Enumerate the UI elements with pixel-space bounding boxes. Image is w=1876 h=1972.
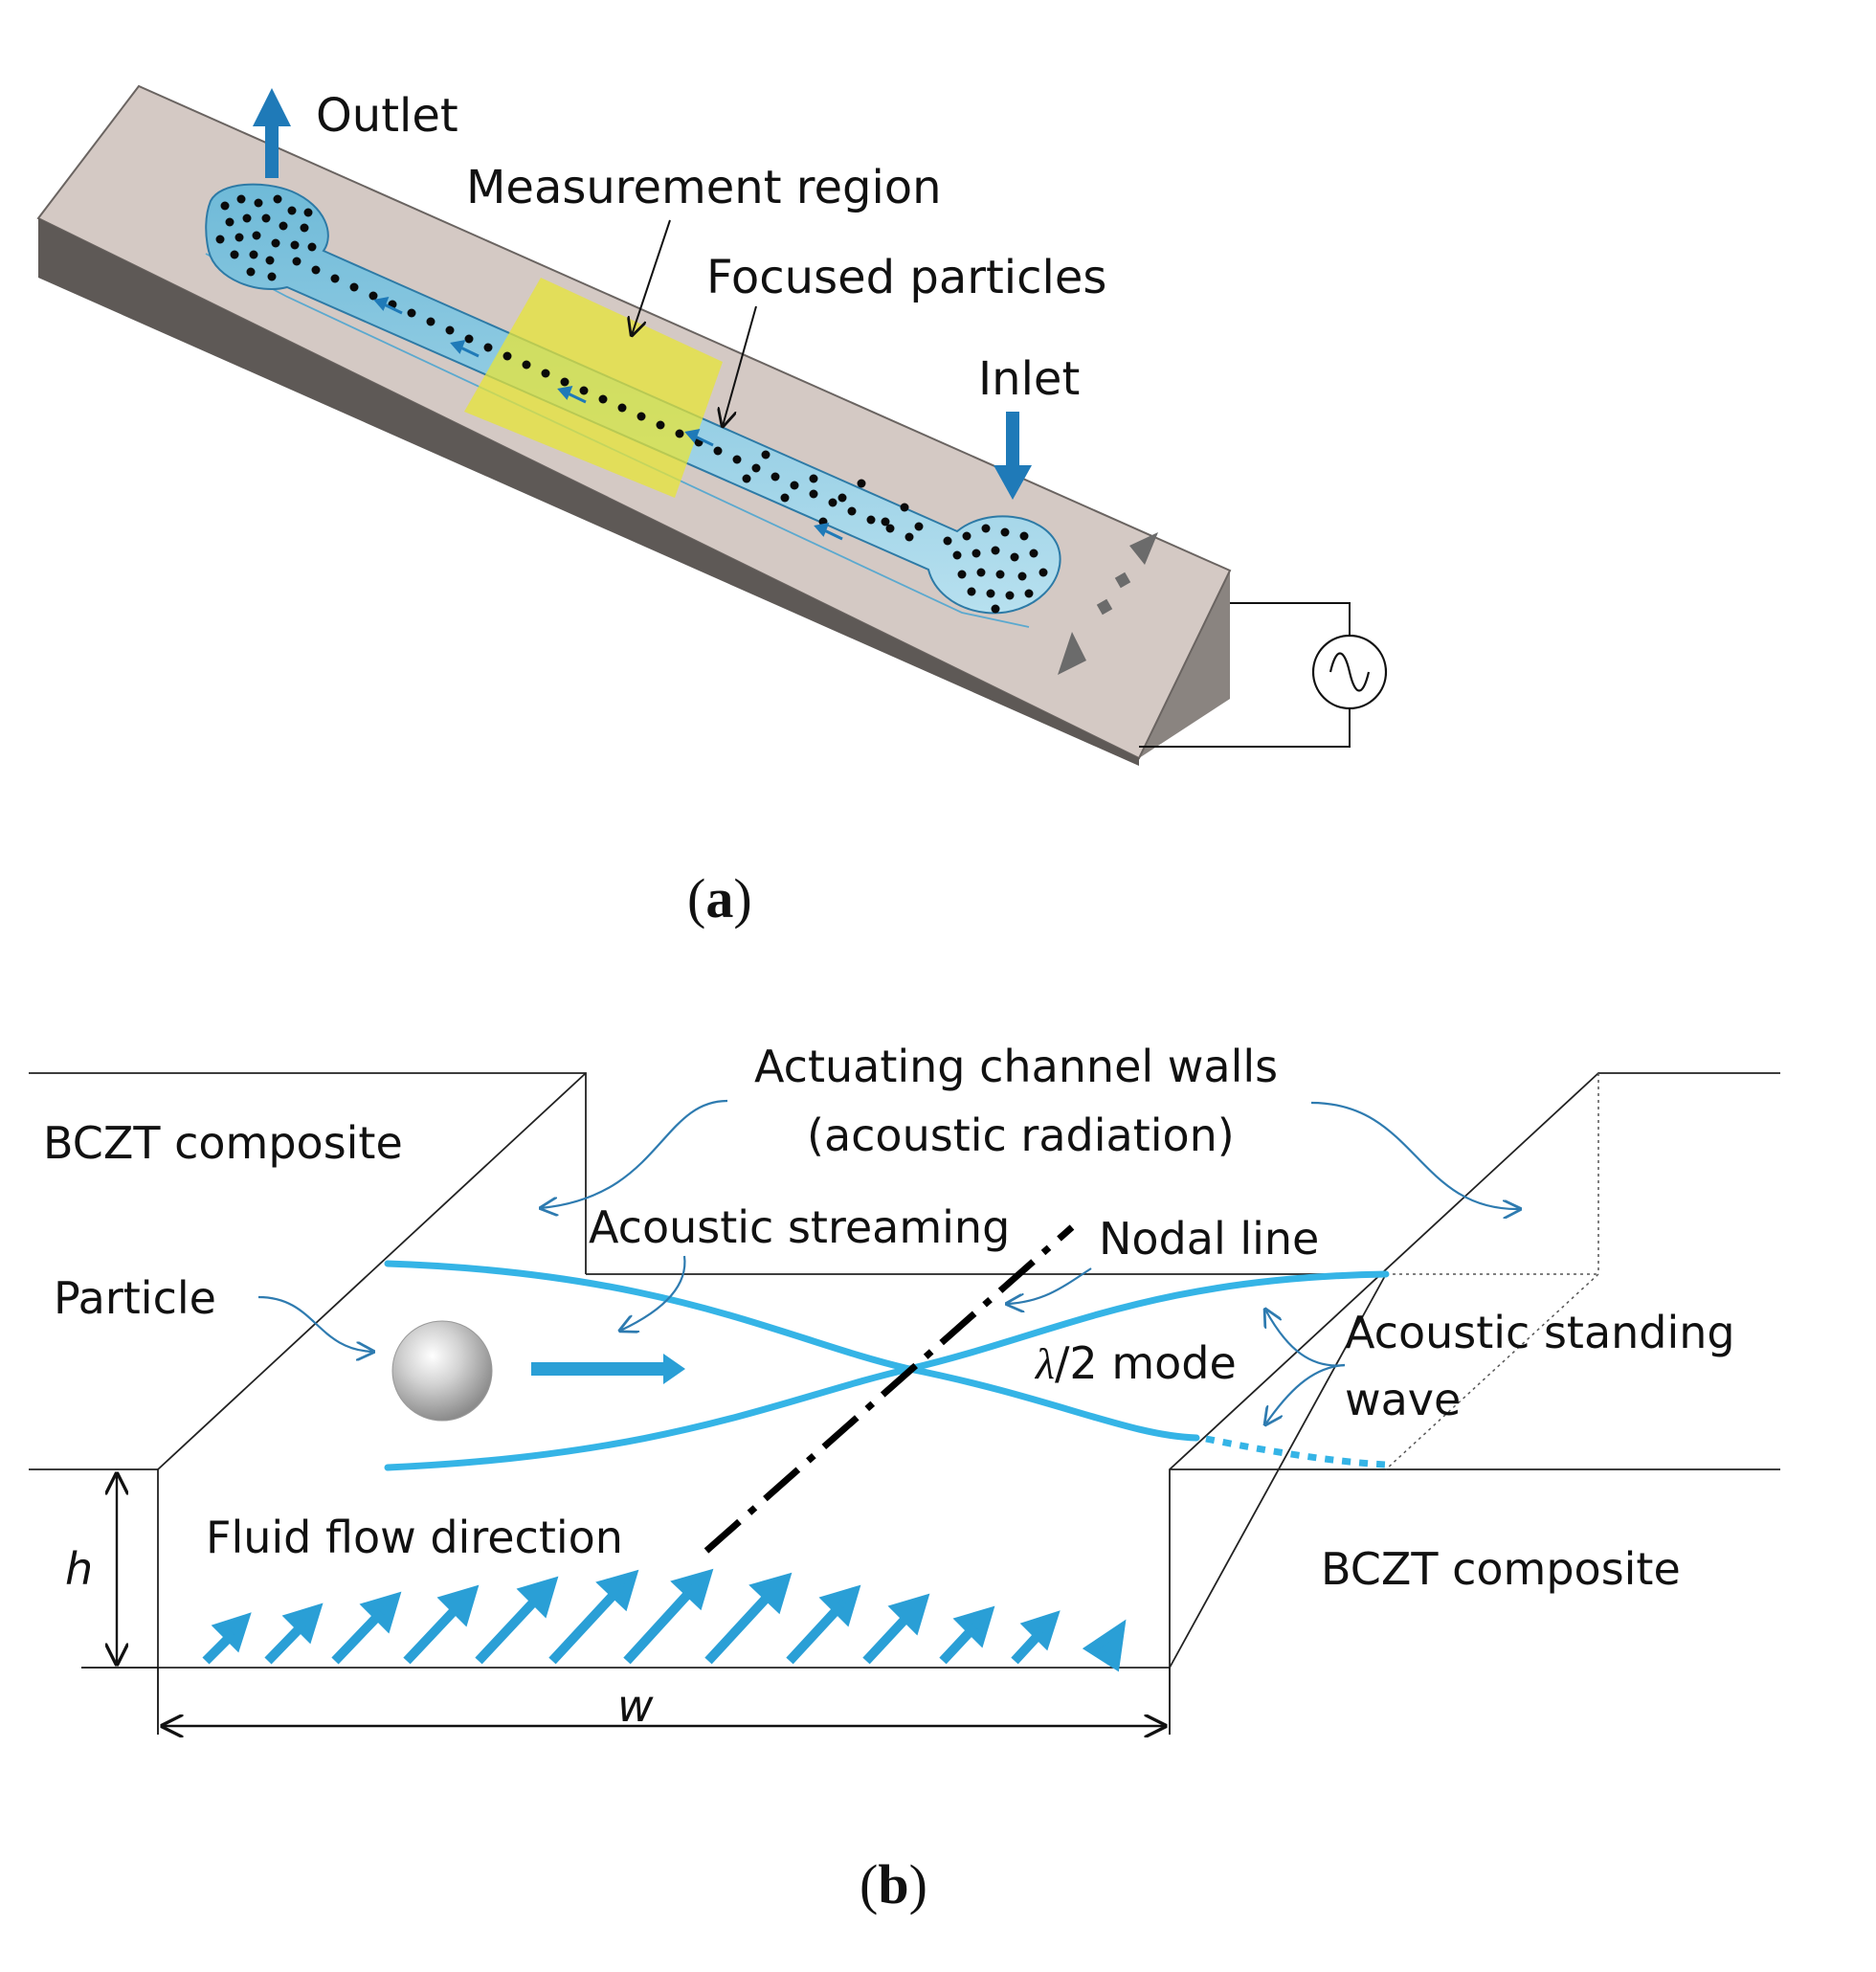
actuating-callout-right <box>1310 1101 1520 1209</box>
left-wall-top-edge <box>29 1072 587 1274</box>
panel-b-caption: (b) <box>860 1853 927 1916</box>
inlet-arrow-icon <box>994 412 1032 500</box>
standing-wave-upper <box>384 1260 1200 1442</box>
streaming-callout <box>620 1255 686 1331</box>
substrate-bottom-face <box>38 218 1139 766</box>
focused-particles-label: Focused particles <box>706 251 1106 304</box>
vibration-direction-arrow-icon <box>1058 532 1158 675</box>
fluid-flow-label: Fluid flow direction <box>206 1512 623 1563</box>
channel-floor-back-diagonal <box>1169 1273 1387 1669</box>
left-wall-diagonal <box>157 1072 587 1470</box>
bczt-bottom-label: BCZT composite <box>1321 1543 1681 1595</box>
right-wall-hidden-diagonal <box>1385 1273 1599 1470</box>
measurement-region-label: Measurement region <box>466 161 942 214</box>
particle-sphere <box>391 1320 493 1422</box>
height-dimension <box>81 1474 158 1669</box>
standing-wave-label-line1: Acoustic standing <box>1345 1307 1735 1358</box>
actuating-callout-left <box>541 1099 728 1208</box>
ac-source-icon <box>1139 602 1388 748</box>
particle-callout <box>257 1295 373 1352</box>
standing-callout-down <box>1265 1363 1346 1424</box>
nodal-line-label: Nodal line <box>1099 1213 1319 1265</box>
acoustic-streaming-label: Acoustic streaming <box>589 1201 1010 1253</box>
outlet-label: Outlet <box>316 89 458 143</box>
standing-wave-label-line2: wave <box>1345 1374 1461 1425</box>
left-wall-side <box>29 1468 159 1668</box>
mode-label: λ/2 mode <box>1034 1337 1237 1389</box>
channel-flow-arrows <box>373 297 843 541</box>
fluid-flow-arrows <box>202 1568 1127 1672</box>
particle-label: Particle <box>54 1272 216 1324</box>
standing-wave-hidden <box>1205 1435 1387 1468</box>
height-label: h <box>65 1543 93 1595</box>
actuating-label-line2: (acoustic radiation) <box>807 1109 1235 1161</box>
focused-callout <box>723 305 757 426</box>
width-label: w <box>617 1680 654 1732</box>
nodal-callout <box>1007 1267 1092 1304</box>
panel-a: Outlet Measurement region Focused partic… <box>36 84 1388 930</box>
panel-b: BCZT composite Actuating channel walls (… <box>29 1041 1780 1916</box>
inlet-particle-cluster <box>943 524 1048 614</box>
measurement-callout <box>632 219 671 335</box>
width-dimension <box>157 1668 1171 1735</box>
nodal-line <box>704 1224 1075 1554</box>
focused-particles <box>292 257 924 542</box>
outlet-particle-cluster <box>215 194 317 281</box>
actuating-label-line1: Actuating channel walls <box>754 1041 1278 1092</box>
panel-a-caption: (a) <box>687 867 752 930</box>
bczt-top-label: BCZT composite <box>43 1117 403 1169</box>
measurement-region <box>464 278 723 498</box>
outlet-arrow-icon <box>253 88 291 178</box>
inlet-label: Inlet <box>978 352 1080 406</box>
acoustic-streaming-arrow-icon <box>531 1354 685 1384</box>
